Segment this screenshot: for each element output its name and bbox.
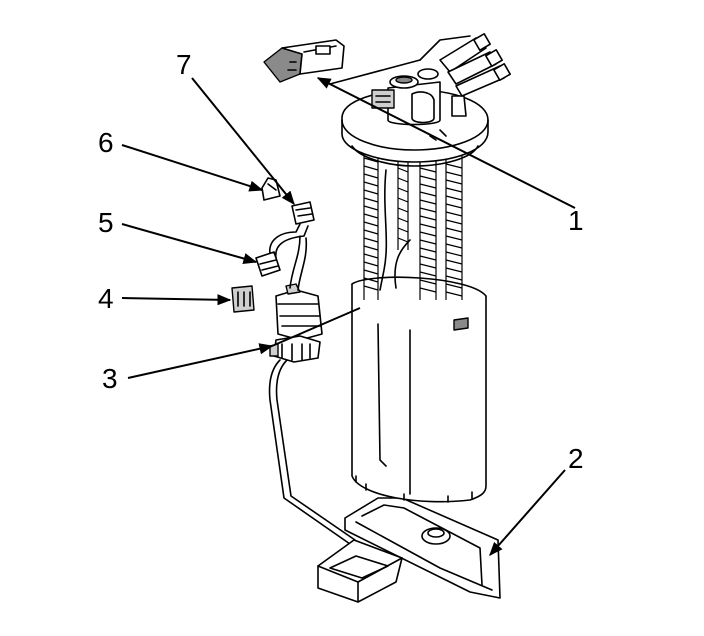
leader-6 — [121, 144, 264, 192]
leader-3 — [127, 343, 274, 379]
fuel-level-float — [317, 539, 403, 603]
pulsator-springs — [363, 150, 463, 300]
fuel-level-float-arm — [268, 359, 356, 545]
callout-5: 5 — [98, 207, 114, 238]
cover-electrical-connector — [263, 39, 345, 83]
leader-1 — [316, 77, 576, 209]
fuel-reservoir — [351, 276, 487, 503]
leader-lines — [121, 77, 576, 557]
fuel-level-sensor — [269, 283, 323, 363]
callout-7: 7 — [176, 49, 192, 80]
callout-2: 2 — [568, 443, 584, 474]
fuel-strainer — [344, 497, 501, 599]
leader-7 — [191, 77, 295, 206]
fuel-line-fittings — [329, 33, 511, 97]
leader-4 — [121, 294, 232, 306]
sensor-retainer — [231, 285, 255, 313]
wiring-harness — [255, 223, 309, 291]
callout-1: 1 — [568, 205, 584, 236]
callout-4: 4 — [98, 283, 114, 314]
connector-lock — [261, 177, 281, 201]
harness-connector — [291, 201, 315, 225]
leader-3b — [271, 307, 361, 347]
callout-3: 3 — [102, 363, 118, 394]
leader-2 — [489, 469, 566, 557]
leader-5 — [121, 223, 258, 264]
callout-6: 6 — [98, 127, 114, 158]
callout-labels: 1 2 3 4 5 6 7 — [98, 49, 584, 474]
